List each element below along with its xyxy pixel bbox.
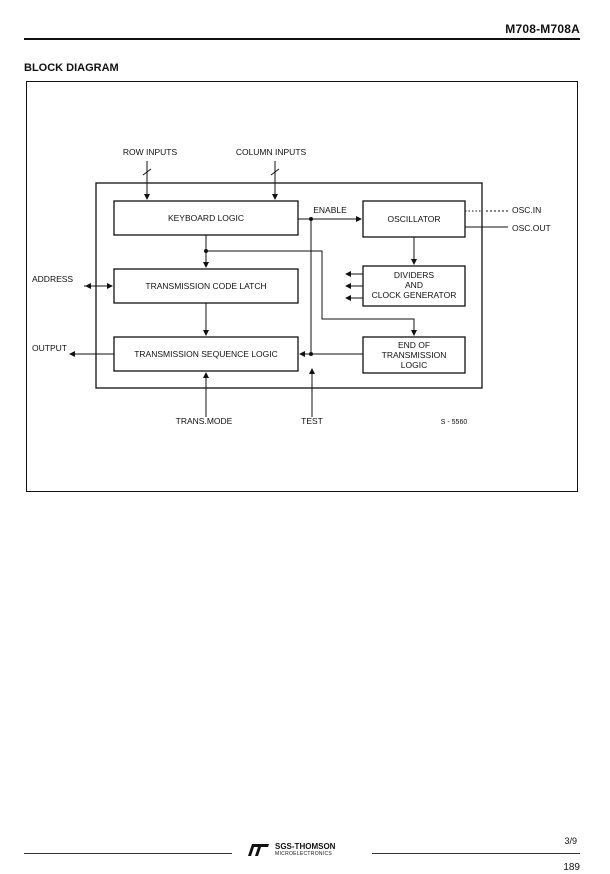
oscillator-label: OSCILLATOR [387,214,440,224]
osc-out-label: OSC.OUT [512,223,551,233]
output-label: OUTPUT [32,343,67,353]
footer-rule-left [24,853,232,854]
transmission-sequence-logic-label: TRANSMISSION SEQUENCE LOGIC [134,349,278,359]
company-name: SGS-THOMSON [275,842,336,851]
eot-label-line2: TRANSMISSION [382,350,447,360]
header-rule [24,38,580,40]
osc-in-label: OSC.IN [512,205,541,215]
block-diagram: KEYBOARD LOGIC OSCILLATOR TRANSMISSION C… [32,147,551,426]
oscillator-block: OSCILLATOR [362,200,466,238]
junction-dot [309,352,313,356]
transmission-code-latch-block: TRANSMISSION CODE LATCH [113,268,299,304]
eot-label-line3: LOGIC [401,360,427,370]
connection-lines [69,161,508,417]
figure-code-label: S - 5560 [441,419,468,426]
keyboard-logic-block: KEYBOARD LOGIC [113,200,299,236]
company-logo: SGS-THOMSON MICROELECTRONICS [246,842,335,857]
transmission-code-latch-label: TRANSMISSION CODE LATCH [145,281,266,291]
trans-mode-label: TRANS.MODE [176,416,233,426]
dividers-label-line3: CLOCK GENERATOR [372,290,457,300]
enable-label: ENABLE [313,205,347,215]
dividers-clock-generator-block: DIVIDERS AND CLOCK GENERATOR [362,265,466,307]
junction-dot [309,217,313,221]
dividers-label-line1: DIVIDERS [394,270,434,280]
page-fraction: 3/9 [564,836,577,846]
junction-dot [204,249,208,253]
column-inputs-label: COLUMN INPUTS [236,147,307,157]
page-number: 189 [563,862,580,873]
test-label: TEST [301,416,323,426]
dividers-label-line2: AND [405,280,423,290]
footer-rule-right [372,853,580,854]
eot-label-line1: END OF [398,340,430,350]
company-subtitle: MICROELECTRONICS [275,851,333,857]
document-title: M708-M708A [505,22,580,36]
transmission-sequence-logic-block: TRANSMISSION SEQUENCE LOGIC [113,336,299,372]
keyboard-logic-label: KEYBOARD LOGIC [168,213,244,223]
row-inputs-label: ROW INPUTS [123,147,178,157]
address-label: ADDRESS [32,274,73,284]
end-of-transmission-logic-block: END OF TRANSMISSION LOGIC [362,336,466,374]
st-logo-icon [248,843,269,856]
section-title: BLOCK DIAGRAM [24,62,119,74]
diagram-frame [26,81,578,492]
